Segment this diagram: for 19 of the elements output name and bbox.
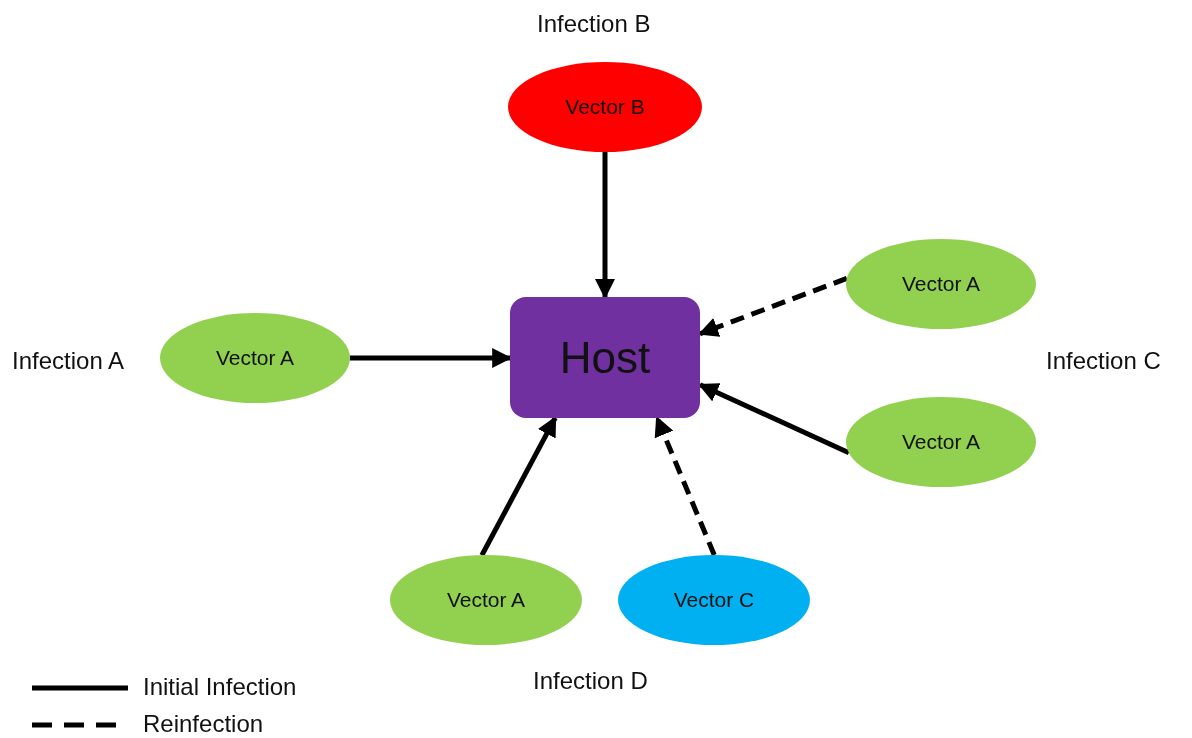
node-text: Vector C xyxy=(673,588,755,612)
infection-label: Infection C xyxy=(1046,347,1161,375)
legend-text: Initial Infection xyxy=(143,673,297,701)
arrow xyxy=(654,416,717,556)
node-text: Vector B xyxy=(565,95,645,119)
arrow xyxy=(595,151,615,299)
infection-label: Infection B xyxy=(537,10,651,38)
legend-text: Reinfection xyxy=(143,710,264,738)
arrow xyxy=(698,276,848,337)
node-text: Host xyxy=(559,332,651,383)
infection-label: Infection A xyxy=(12,347,125,375)
arrow xyxy=(698,382,850,455)
node-text: Vector A xyxy=(446,588,526,612)
node-text: Vector A xyxy=(901,272,981,296)
host-box xyxy=(510,297,700,418)
node-text: Vector A xyxy=(901,430,981,454)
node-text: Vector A xyxy=(215,346,295,370)
infection-label: Infection D xyxy=(533,667,648,695)
arrow xyxy=(479,416,558,557)
